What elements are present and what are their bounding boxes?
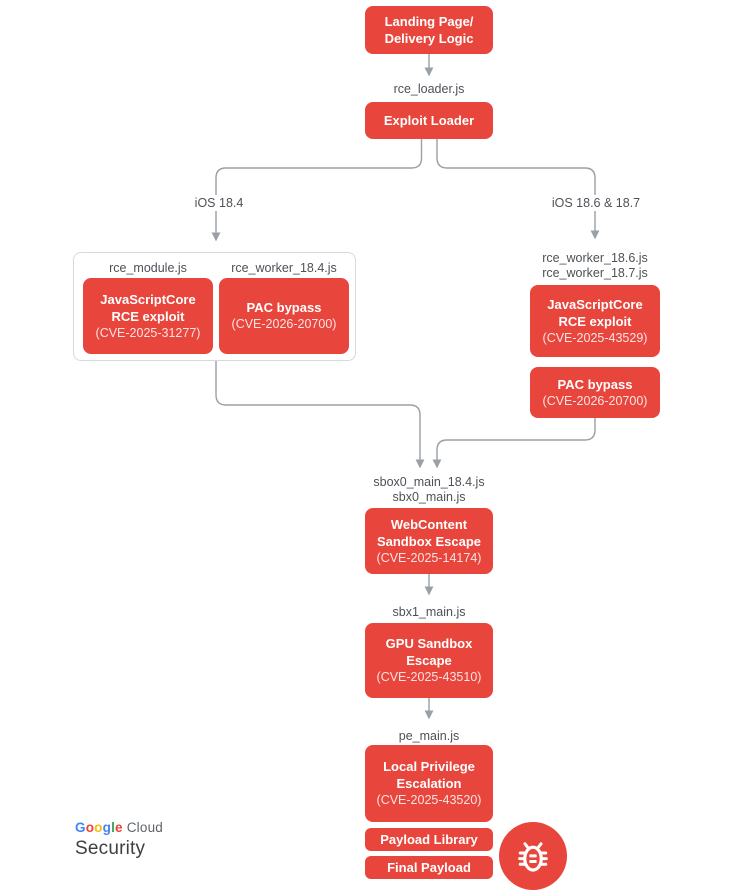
node-title: WebContent Sandbox Escape [376,516,482,549]
cloud-wordmark: Cloud [126,820,164,835]
logo-letter: G [75,820,86,835]
connector-branch-right [436,139,600,240]
node-title: PAC bypass [246,300,322,316]
node-final-payload: Final Payload [365,856,493,879]
node-title: Landing Page/ Delivery Logic [384,13,474,46]
cve-id: (CVE-2026-20700) [542,393,648,408]
node-pac-bypass-18-4: PAC bypass (CVE-2026-20700) [219,278,349,354]
node-webcontent-sandbox-escape: WebContent Sandbox Escape (CVE-2025-1417… [365,508,493,574]
cve-id: (CVE-2025-43510) [376,670,482,685]
node-title: Payload Library [380,831,478,847]
logo-letter: l [111,820,116,835]
label-rce-worker-18-4-file: rce_worker_18.4.js [231,261,337,275]
node-gpu-sandbox-escape: GPU Sandbox Escape (CVE-2025-43510) [365,623,493,698]
logo-letter: e [115,820,123,835]
node-jsc-rce-exploit-18-4: JavaScriptCore RCE exploit (CVE-2025-312… [83,278,213,354]
node-landing-page: Landing Page/ Delivery Logic [365,6,493,54]
node-title: Local Privilege Escalation [383,759,475,792]
node-exploit-loader: Exploit Loader [365,102,493,139]
node-payload-library: Payload Library [365,828,493,851]
bug-icon [499,822,567,890]
logo-letter: g [102,820,112,835]
cve-id: (CVE-2025-14174) [376,550,482,565]
label-rce-loader-file: rce_loader.js [393,82,465,96]
node-jsc-rce-exploit-18-6: JavaScriptCore RCE exploit (CVE-2025-435… [530,285,660,357]
cve-id: (CVE-2025-43529) [542,330,648,345]
security-wordmark: Security [75,838,146,859]
node-local-privilege-escalation: Local Privilege Escalation (CVE-2025-435… [365,745,493,822]
label-sbx1-main-file: sbx1_main.js [392,605,466,619]
label-rce-module-file: rce_module.js [109,261,187,275]
cve-id: (CVE-2025-43520) [376,793,482,808]
label-ios-18-4: iOS 18.4 [190,195,248,211]
node-title: PAC bypass [557,376,633,392]
label-sbox0-main-files: sbox0_main_18.4.js sbx0_main.js [373,475,485,505]
logo-letter: o [85,820,95,835]
connector-branch-left [211,139,423,242]
node-title: JavaScriptCore RCE exploit [100,291,196,324]
cve-id: (CVE-2026-20700) [231,317,337,332]
node-title: GPU Sandbox Escape [385,636,473,669]
label-pe-main-file: pe_main.js [398,729,460,743]
node-title: Exploit Loader [383,112,475,128]
connector-merge-right [432,418,596,469]
label-ios-18-6-18-7: iOS 18.6 & 18.7 [547,195,645,211]
label-rce-worker-18-6-18-7-files: rce_worker_18.6.js rce_worker_18.7.js [542,251,648,281]
logo-letter: o [94,820,103,835]
node-title: JavaScriptCore RCE exploit [547,296,643,329]
node-pac-bypass-18-6: PAC bypass (CVE-2026-20700) [530,367,660,418]
node-title: Final Payload [387,859,471,875]
ios-18-4-exploit-group: rce_module.js rce_worker_18.4.js JavaScr… [73,252,356,361]
connector-merge-left [215,361,425,469]
cve-id: (CVE-2025-31277) [95,325,201,340]
